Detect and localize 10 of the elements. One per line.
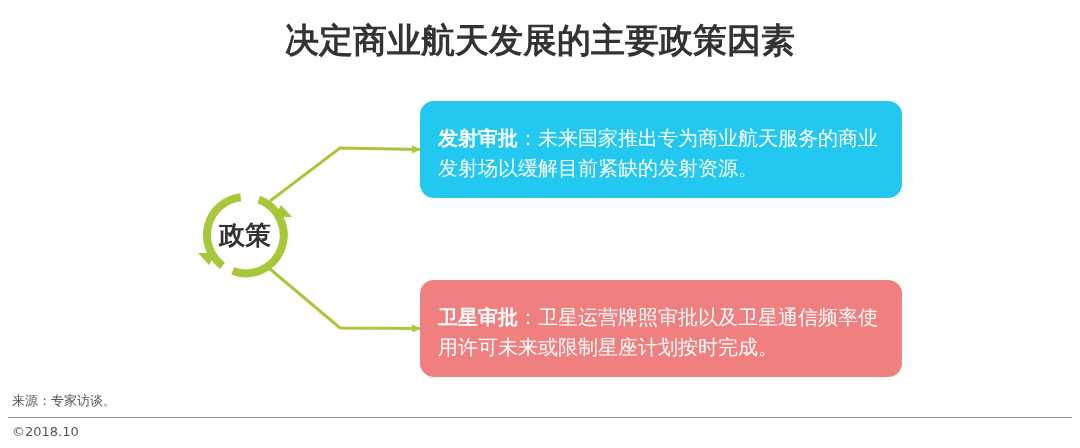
- circle-label: 政策: [217, 219, 272, 252]
- text-box: [420, 280, 902, 377]
- title: 决定商业航天发展的主要政策因素: [284, 19, 796, 62]
- copyright-note: ©2018.10: [12, 424, 79, 439]
- arrow: [269, 145, 421, 203]
- text-box: [420, 101, 902, 198]
- box-text: 卫星审批：卫星运营牌照审批以及卫星通信频率使用许可未来或限制星座计划按时完成。: [438, 304, 879, 361]
- source-note: 来源：专家访谈。: [12, 392, 116, 410]
- box-text: 发射审批：未来国家推出专为商业航天服务的商业发射场以缓解目前紧缺的发射资源。: [438, 125, 879, 182]
- arrow: [269, 267, 421, 333]
